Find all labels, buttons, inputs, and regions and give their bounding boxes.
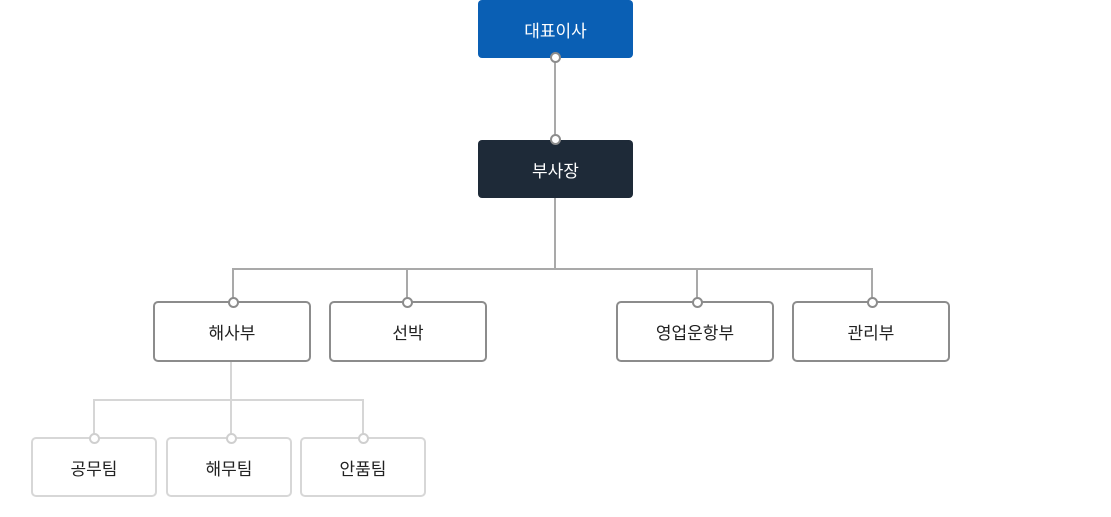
- department-box-ship: 선박: [329, 301, 487, 362]
- connector-dot: [867, 297, 878, 308]
- connector-dot: [692, 297, 703, 308]
- department-box-sales-operations: 영업운항부: [616, 301, 774, 362]
- connector-dot: [550, 52, 561, 63]
- connector-dept-bus: [232, 268, 873, 270]
- ceo-label: 대표이사: [524, 21, 587, 42]
- vice-president-box: 부사장: [478, 140, 633, 198]
- ceo-box: 대표이사: [478, 0, 633, 58]
- department-box-maritime: 해사부: [153, 301, 311, 362]
- connector-dot: [550, 134, 561, 145]
- team-label: 공무팀: [70, 459, 118, 480]
- vice-president-label: 부사장: [532, 161, 579, 182]
- connector-dot: [89, 433, 100, 444]
- connector-dept-1: [232, 268, 234, 302]
- connector-ceo-vp: [554, 57, 556, 140]
- team-label: 해무팀: [205, 459, 253, 480]
- department-label: 해사부: [208, 324, 256, 344]
- connector-dept-4: [871, 268, 873, 302]
- team-box-marine: 해무팀: [166, 437, 292, 497]
- team-label: 안품팀: [339, 459, 387, 480]
- department-label: 영업운항부: [655, 324, 735, 344]
- connector-dot: [226, 433, 237, 444]
- team-box-safety-quality: 안품팀: [300, 437, 426, 497]
- department-label: 관리부: [847, 324, 895, 344]
- department-label: 선박: [392, 324, 424, 344]
- connector-dot: [228, 297, 239, 308]
- connector-vp-down: [554, 197, 556, 269]
- connector-dot: [402, 297, 413, 308]
- connector-team-1: [93, 399, 95, 439]
- connector-dot: [358, 433, 369, 444]
- connector-dept-2: [406, 268, 408, 302]
- department-box-management: 관리부: [792, 301, 950, 362]
- connector-team-3: [362, 399, 364, 439]
- team-box-engineering: 공무팀: [31, 437, 157, 497]
- connector-dept-3: [696, 268, 698, 302]
- connector-team-bus: [93, 399, 364, 401]
